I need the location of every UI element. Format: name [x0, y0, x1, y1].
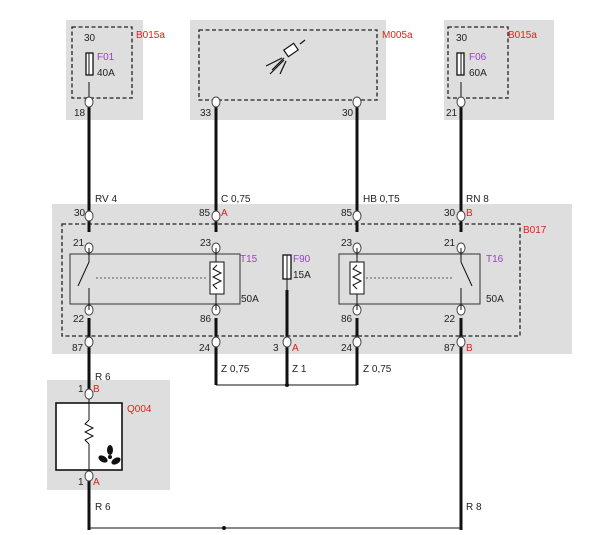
wire-label-r6-bottom: R 6: [95, 502, 111, 513]
fuse-f06-label: F06: [469, 52, 487, 63]
fuse-f01-symbol: [85, 52, 94, 76]
q004-pin-top-suffix: B: [93, 384, 100, 395]
connector-pins: [84, 96, 466, 482]
t15-pin-22: 22: [73, 314, 85, 325]
t16-pin-86: 86: [341, 314, 353, 325]
b015a-left-pin-bottom: 18: [74, 108, 86, 119]
fuse-f01-label: F01: [97, 52, 115, 63]
b015a-left-pin-top: 30: [84, 33, 96, 44]
b015a-right-pin-top: 30: [456, 33, 468, 44]
b017-pin-bottom-3: 3: [273, 343, 279, 354]
t16-pin-23: 23: [341, 238, 353, 249]
fan-icon: [98, 445, 121, 465]
b017-pin-top-1: 30: [74, 208, 86, 219]
b017-pin-bottom-2: 24: [199, 343, 211, 354]
relay-t15-label: T15: [240, 254, 258, 265]
wire-label-rv4: RV 4: [95, 194, 117, 205]
m005a-code: M005a: [382, 30, 413, 41]
b017-pin-top-2: 85: [199, 208, 211, 219]
fuse-f90-label: F90: [293, 254, 311, 265]
b017-pin-top-4: 30: [444, 208, 456, 219]
t16-pin-21: 21: [444, 238, 456, 249]
wire-label-rn8: RN 8: [466, 194, 489, 205]
fuse-f06-symbol: [456, 52, 465, 76]
b017-pin-bottom-5: 87: [444, 343, 456, 354]
b017-pin-top-3: 85: [341, 208, 353, 219]
wire-label-r8: R 8: [466, 502, 482, 513]
m005a-pin-left: 33: [200, 108, 212, 119]
b017-pin-bottom-4: 24: [341, 343, 353, 354]
t16-pin-22: 22: [444, 314, 456, 325]
wire-label-z075-left: Z 0,75: [221, 364, 250, 375]
q004-code: Q004: [127, 404, 152, 415]
b017-boundary: [61, 223, 521, 337]
b015a-right-pin-bottom: 21: [446, 108, 458, 119]
b017-pin-bottom-3-suffix: A: [292, 343, 299, 354]
m005a-pin-right: 30: [342, 108, 354, 119]
b015a-right-boundary: [447, 26, 509, 99]
relay-t16-rating: 50A: [486, 294, 504, 305]
sensor-icon: [265, 39, 306, 75]
q004-pin-bottom: 1: [78, 477, 84, 488]
fuse-f01-rating: 40A: [97, 68, 115, 79]
fuse-f06-rating: 60A: [469, 68, 487, 79]
b015a-right-code: B015a: [508, 30, 537, 41]
q004-pin-bottom-suffix: A: [93, 477, 100, 488]
wire-label-hb075: HB 0,T5: [363, 194, 400, 205]
fan-motor-symbol: [55, 399, 123, 471]
b015a-left-boundary: [71, 26, 133, 99]
b015a-left-code: B015a: [136, 30, 165, 41]
q004-pin-top: 1: [78, 384, 84, 395]
b017-code: B017: [523, 225, 547, 236]
b017-pin-bottom-5-suffix: B: [466, 343, 473, 354]
t15-pin-86: 86: [200, 314, 212, 325]
fuse-f90-symbol: [282, 254, 292, 290]
b017-panel: [52, 204, 572, 354]
b017-pin-top-2-suffix: A: [221, 208, 228, 219]
relay-t16-symbol: [338, 248, 481, 310]
b015a-left-panel: [66, 20, 143, 120]
wire-label-z1: Z 1: [292, 364, 307, 375]
t15-pin-23: 23: [200, 238, 212, 249]
wire-label-c075: C 0,75: [221, 194, 251, 205]
b017-pin-bottom-1: 87: [72, 343, 84, 354]
wire-label-z075-right: Z 0,75: [363, 364, 392, 375]
b017-pin-top-4-suffix: B: [466, 208, 473, 219]
t15-pin-21: 21: [73, 238, 85, 249]
fuse-f90-rating: 15A: [293, 270, 311, 281]
relay-t16-label: T16: [486, 254, 504, 265]
main-wires: [87, 102, 463, 530]
relay-t15-rating: 50A: [241, 294, 259, 305]
relay-t15-symbol: [69, 248, 241, 310]
wire-label-r6-top: R 6: [95, 372, 111, 383]
